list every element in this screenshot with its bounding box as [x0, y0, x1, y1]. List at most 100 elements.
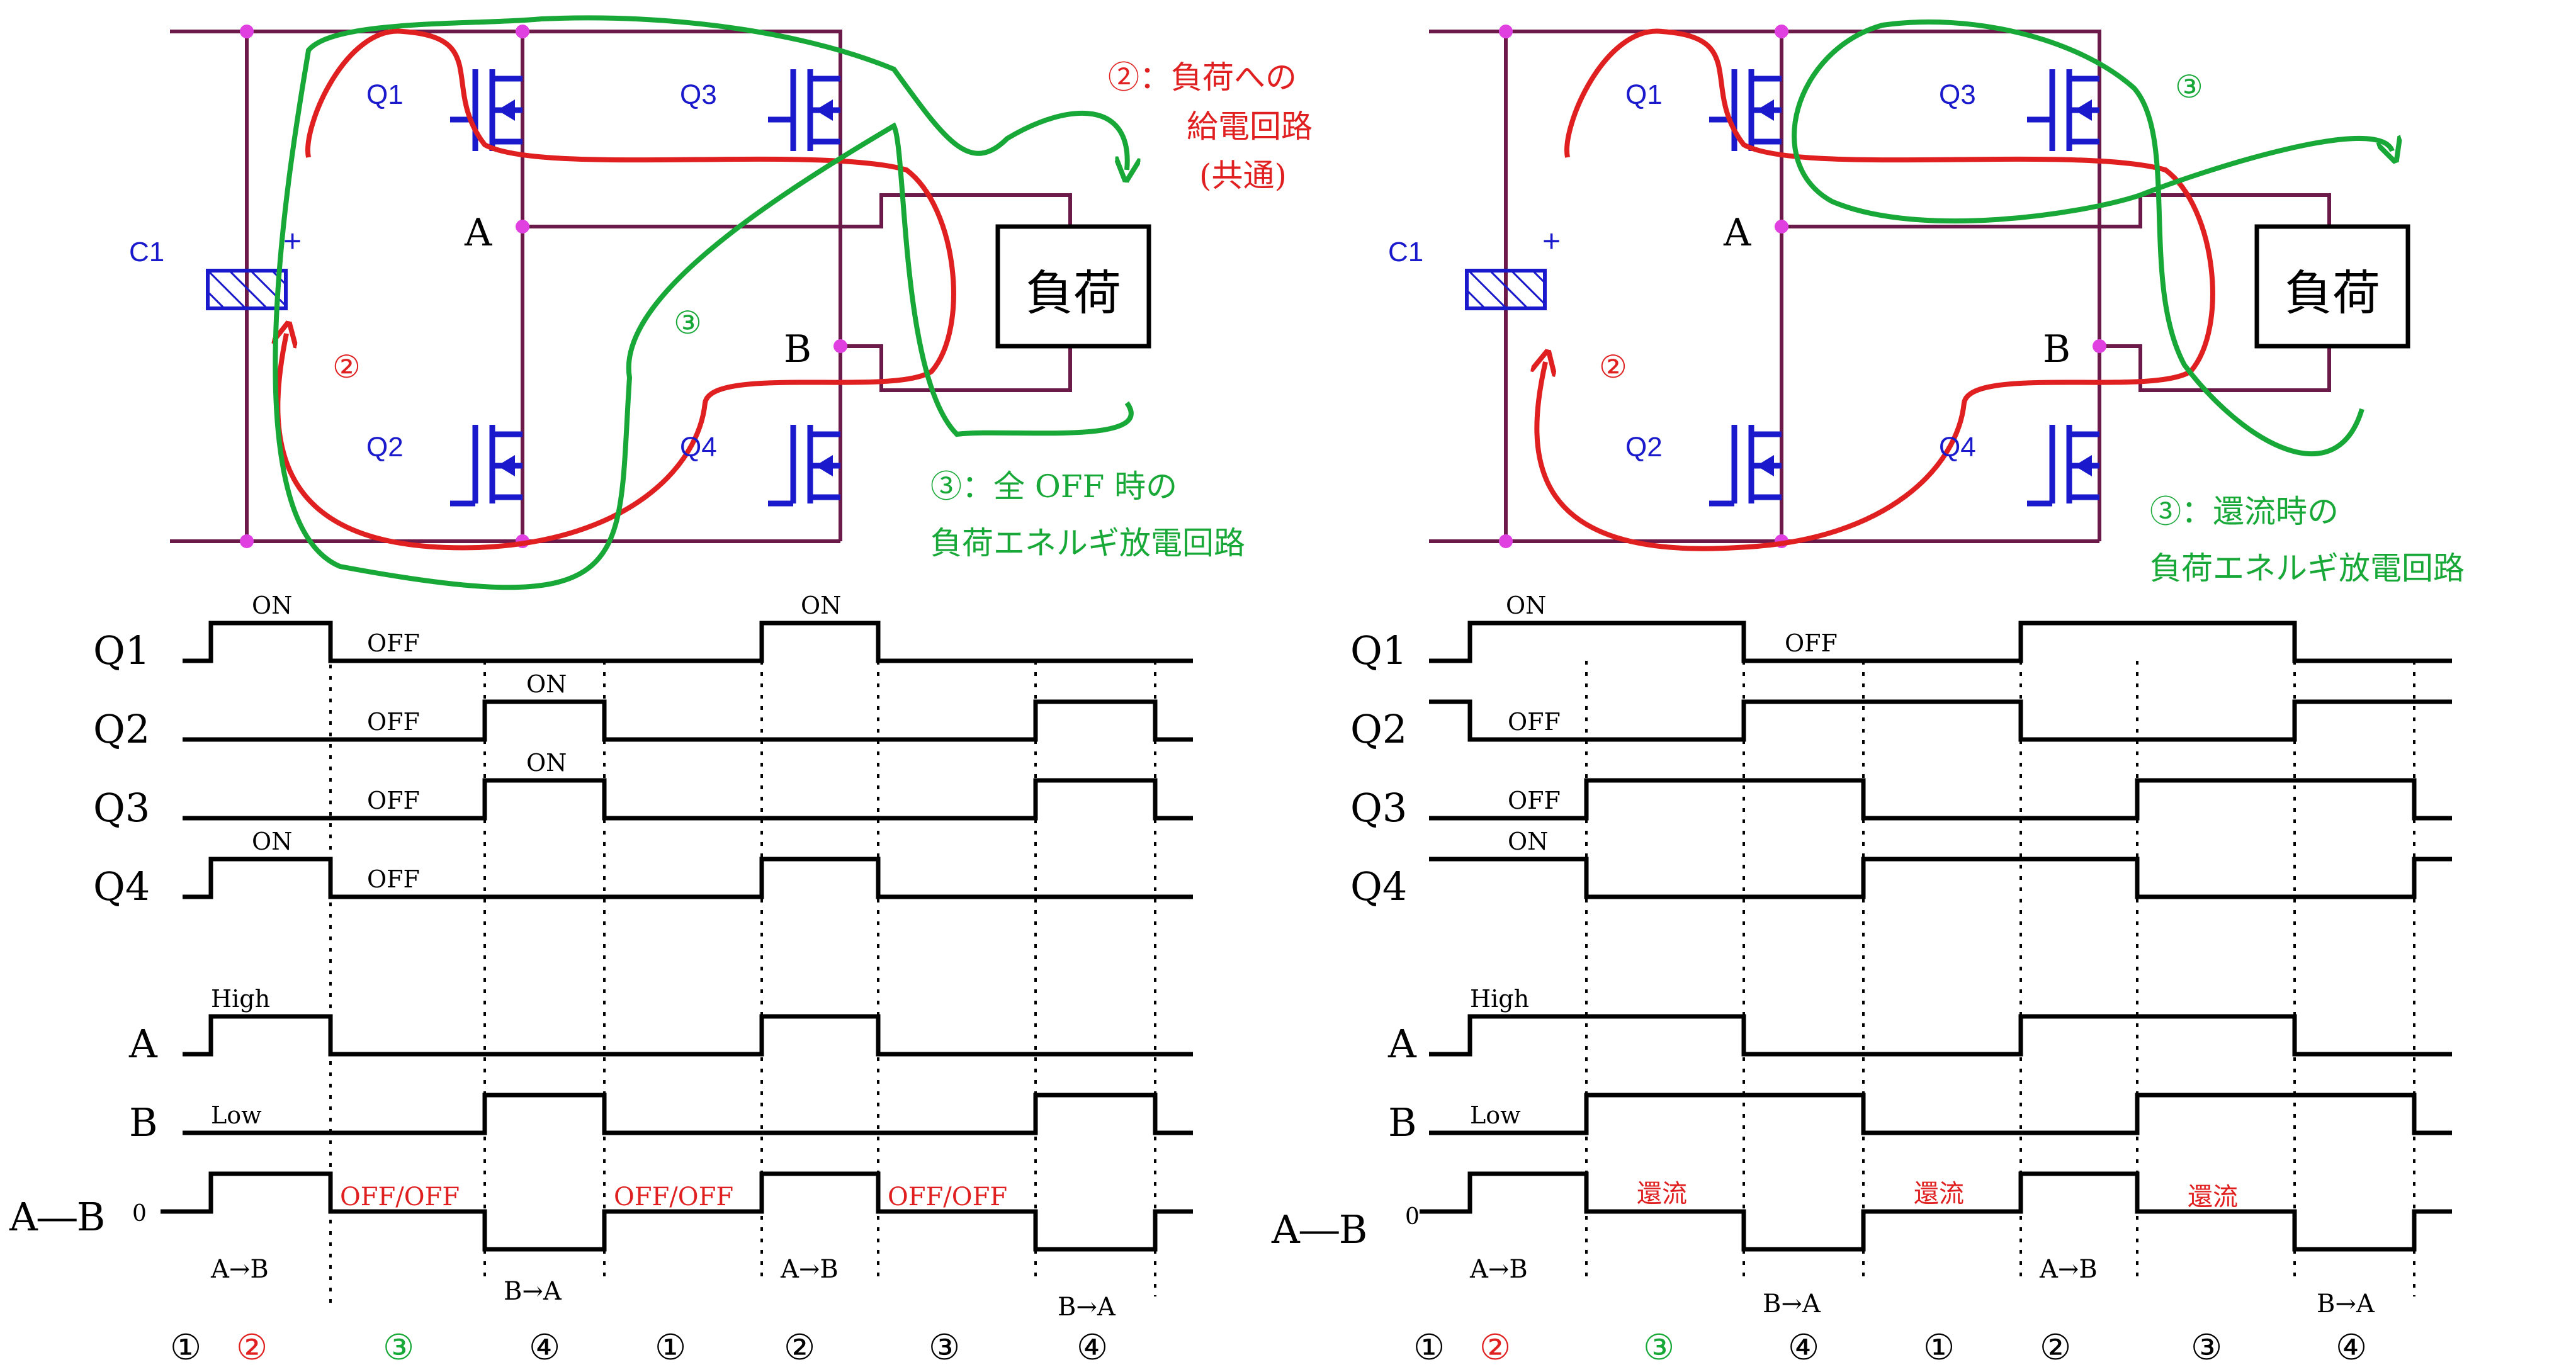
right-c1-plus: +: [1542, 223, 1561, 259]
left-phase-marker: ①: [170, 1327, 201, 1368]
right-q1-on-label: ON: [1506, 592, 1546, 619]
right-q1-transistor: [1709, 69, 1782, 151]
right-q3-label: Q3: [1939, 79, 1976, 110]
right-row-label-a-minus-b: A―B: [1271, 1206, 1367, 1252]
right-c1-label: C1: [1388, 237, 1423, 267]
right-q4-transistor: [2027, 425, 2099, 507]
left-q1-on-label-2: ON: [801, 592, 841, 619]
right-node-b-label: B: [2043, 327, 2070, 371]
right-node-a-label: A: [1723, 211, 1751, 255]
left-a-high-label: High: [211, 985, 270, 1013]
right-row-label-q3: Q3: [1350, 785, 1407, 831]
left-a-minus-b-waveform: [161, 1171, 1193, 1252]
right-q2-label: Q2: [1625, 432, 1663, 463]
left-green-arrow-label: ③: [674, 305, 702, 341]
left-c1-label: C1: [129, 237, 164, 267]
right-direction-label: A→B: [1469, 1255, 1528, 1284]
left-q4-on-label: ON: [252, 828, 292, 855]
right-b-low-label: Low: [1470, 1101, 1521, 1129]
left-phase-marker: ④: [1076, 1327, 1108, 1368]
right-phase-marker: ①: [1923, 1327, 1955, 1368]
right-red-current-path: [1537, 28, 2215, 551]
left-circuit: C1 + Q1 Q2 Q3 Q4 A B 負荷 ②：負荷への 給電回路 (共通)…: [129, 15, 1313, 590]
right-green-arrow-label: ③: [2175, 69, 2203, 105]
right-q2-transistor: [1709, 425, 1782, 507]
left-row-label-q4: Q4: [93, 863, 150, 909]
left-q3-waveform: [183, 778, 1193, 821]
right-node-dot: [1499, 25, 1513, 38]
left-offoff-label: OFF/OFF: [614, 1183, 733, 1212]
left-node-b-label: B: [784, 327, 811, 371]
right-q4-label: Q4: [1939, 432, 1976, 463]
right-green-note-line2: 負荷エネルギ放電回路: [2150, 550, 2465, 587]
left-node-dot: [240, 534, 254, 548]
left-c1-capacitor: [206, 269, 288, 310]
left-q3-transistor: [768, 69, 840, 151]
left-q1-label: Q1: [366, 79, 404, 110]
left-row-label-q3: Q3: [93, 785, 150, 831]
left-q4-off-label: OFF: [367, 865, 420, 893]
right-direction-label: A→B: [2039, 1255, 2098, 1284]
left-q1-on-label: ON: [252, 592, 292, 619]
left-q1-off-label: OFF: [367, 629, 420, 657]
right-a-waveform: [1429, 1014, 2452, 1057]
right-phase-marker: ④: [2336, 1327, 2367, 1368]
left-q4-transistor: [768, 425, 840, 507]
left-zero-label: 0: [132, 1201, 147, 1227]
right-a-minus-b-waveform: [1420, 1171, 2452, 1252]
right-direction-label: B→A: [1763, 1290, 1821, 1319]
left-node-a-label: A: [464, 211, 492, 255]
right-c1-capacitor: [1465, 269, 1547, 310]
left-q2-off-label: OFF: [367, 708, 420, 736]
left-circuit-wiring: [170, 30, 1072, 543]
right-phase-marker: ③: [2191, 1327, 2222, 1368]
left-red-arrow-label: ②: [332, 349, 361, 385]
right-phase-marker: ①: [1413, 1327, 1445, 1368]
left-phase-marker: ②: [236, 1327, 268, 1368]
right-q1-waveform: [1429, 621, 2452, 663]
left-direction-label: A→B: [780, 1255, 839, 1284]
left-timing-chart: Q1 Q2 Q3 Q4 A B A―B 0 ON OFF ON ON OFF O…: [9, 592, 1193, 1368]
right-q3-waveform: [1429, 778, 2452, 821]
left-row-label-q2: Q2: [93, 706, 150, 752]
left-node-dot: [833, 339, 847, 353]
left-load-label: 負荷: [1025, 265, 1121, 321]
right-phase-marker: ②: [1479, 1327, 1511, 1368]
right-q3-transistor: [2027, 69, 2099, 151]
left-node-dot: [240, 25, 254, 38]
left-q3-label: Q3: [680, 79, 717, 110]
left-phase-marker: ①: [655, 1327, 686, 1368]
right-direction-label: B→A: [2317, 1290, 2375, 1319]
right-freewheel-label: 還流: [1637, 1179, 1687, 1208]
left-q4-label: Q4: [680, 432, 717, 463]
left-q4-waveform: [183, 857, 1193, 899]
left-q3-on-label: ON: [526, 749, 567, 777]
left-red-current-path: [278, 28, 956, 551]
right-load-label: 負荷: [2285, 265, 2380, 321]
right-red-arrow-label: ②: [1599, 349, 1627, 385]
left-q1-waveform: [183, 621, 1193, 663]
left-b-low-label: Low: [211, 1101, 262, 1129]
left-row-label-q1: Q1: [93, 627, 150, 673]
right-q2-off-label: OFF: [1508, 708, 1561, 736]
right-a-high-label: High: [1470, 985, 1529, 1013]
left-phase-marker: ③: [383, 1327, 414, 1368]
right-freewheel-label: 還流: [1914, 1179, 1964, 1208]
right-node-dot: [1499, 534, 1513, 548]
left-phase-marker: ④: [529, 1327, 560, 1368]
right-load-box: [2254, 224, 2410, 349]
left-q1-transistor: [450, 69, 523, 151]
left-b-waveform: [183, 1093, 1193, 1135]
right-circuit-wiring: [1429, 30, 2331, 543]
right-row-label-a: A: [1387, 1021, 1417, 1067]
right-timing-chart: Q1 Q2 Q3 Q4 A B A―B 0 ON OFF OFF OFF ON …: [1271, 592, 2452, 1368]
right-freewheel-label: 還流: [2188, 1183, 2238, 1212]
left-node-dot: [516, 25, 529, 38]
right-row-label-q4: Q4: [1350, 863, 1407, 909]
left-node-dot: [516, 220, 529, 233]
right-q4-waveform: [1429, 857, 2452, 899]
left-load-box: [995, 224, 1151, 349]
left-c1-plus: +: [283, 223, 302, 259]
left-row-label-b: B: [129, 1099, 158, 1145]
